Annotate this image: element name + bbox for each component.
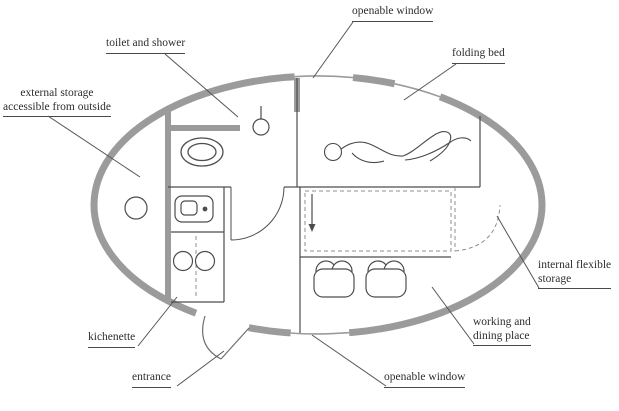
- leader-openable-window-top: [312, 21, 354, 79]
- folding-bed-footprint: [304, 190, 452, 252]
- label-external-storage: external storage accessible from outside: [3, 87, 111, 118]
- bathroom-door-arc: [230, 186, 285, 241]
- label-text: kichenette: [88, 331, 136, 343]
- wall-openings: [193, 70, 442, 340]
- external-storage-port: [124, 196, 148, 220]
- leader-kichenette: [137, 296, 178, 347]
- leader-internal-flexible-storage: [496, 215, 540, 289]
- bathroom-door: [230, 186, 285, 241]
- label-openable-window-bottom: openable window: [384, 371, 466, 388]
- hob-burners: [172, 250, 216, 272]
- sink-shape: [174, 195, 214, 223]
- dashed-regions: [195, 187, 501, 298]
- label-working-and-dining-place: working and dining place: [473, 316, 531, 347]
- leader-working-dining: [431, 286, 475, 345]
- label-internal-flexible-storage: internal flexible storage: [538, 259, 612, 290]
- label-text: dining place: [473, 329, 530, 342]
- dining-seats: [313, 260, 407, 298]
- person-figure: [323, 131, 472, 164]
- toilet-shape: [180, 137, 224, 167]
- leader-entrance: [176, 350, 225, 387]
- label-text: entrance: [132, 371, 171, 383]
- label-text: storage: [538, 272, 572, 285]
- entrance-door-leaf: [220, 327, 250, 360]
- label-text: working and: [473, 316, 531, 328]
- openable-window-bottom-line: [290, 331, 350, 335]
- leader-folding-bed: [403, 63, 457, 101]
- label-text: folding bed: [452, 47, 505, 59]
- leader-openable-window-bottom: [311, 334, 387, 387]
- internal-storage-dashed-arc: [454, 204, 501, 252]
- label-text: openable window: [384, 371, 466, 383]
- partition-lines: [168, 78, 481, 333]
- label-entrance: entrance: [132, 371, 171, 388]
- leader-external-storage: [47, 115, 141, 178]
- label-kichenette: kichenette: [88, 331, 136, 348]
- openable-window-top-line: [294, 75, 354, 79]
- label-folding-bed: folding bed: [452, 47, 505, 64]
- label-toilet-and-shower: toilet and shower: [106, 37, 186, 54]
- leader-lines: [47, 21, 540, 387]
- openable-window-bed-line: [394, 83, 441, 98]
- label-openable-window-top: openable window: [352, 5, 434, 22]
- label-text: external storage: [20, 87, 94, 99]
- label-text: openable window: [352, 5, 434, 17]
- label-text: internal flexible: [538, 259, 612, 271]
- label-text: toilet and shower: [106, 37, 186, 49]
- shower-head-shape: [252, 106, 270, 136]
- fold-direction-arrow: [308, 194, 316, 232]
- label-text: accessible from outside: [3, 100, 111, 113]
- leader-toilet-and-shower: [164, 53, 239, 118]
